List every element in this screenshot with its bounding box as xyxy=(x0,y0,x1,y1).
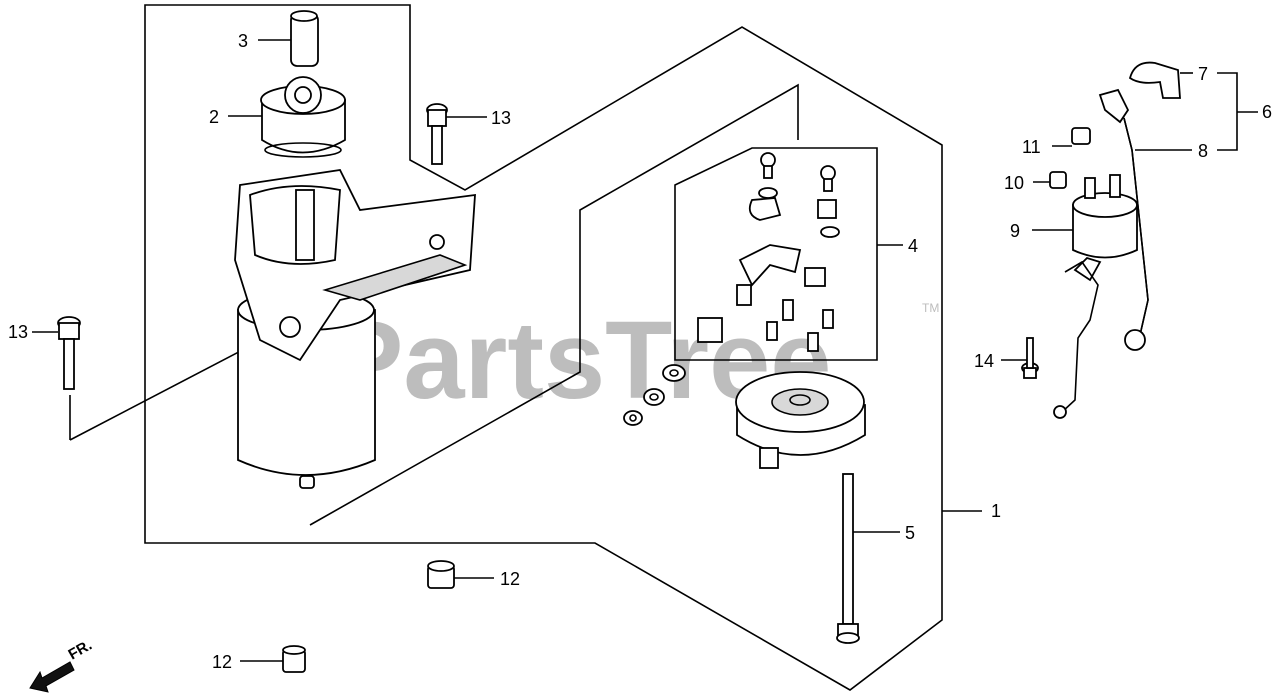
part-12-cap-upper xyxy=(427,560,455,589)
part-11-nut xyxy=(1071,127,1091,145)
callout-11: 11 xyxy=(1022,137,1041,157)
part-13-bolt-upper xyxy=(426,103,448,165)
callout-13-left: 13 xyxy=(8,322,28,342)
callout-2: 2 xyxy=(209,107,219,127)
part-3-collar xyxy=(290,10,319,67)
part-10-nut xyxy=(1049,171,1067,189)
assembly-outline xyxy=(144,4,943,691)
part-2-pinion-gear xyxy=(260,76,346,158)
callout-12-lower: 12 xyxy=(212,652,232,672)
housing-outline xyxy=(309,83,799,526)
part-14-bolt xyxy=(1021,337,1039,379)
part-12-cap-lower xyxy=(282,645,306,673)
rear-end-cover xyxy=(735,371,866,469)
callout-7: 7 xyxy=(1198,64,1208,84)
callout-4: 4 xyxy=(908,236,918,256)
part-5-through-bolt xyxy=(836,473,860,644)
watermark-trademark: TM xyxy=(922,301,939,315)
brush-holder-box xyxy=(674,147,878,361)
starter-motor xyxy=(234,169,476,489)
callout-8: 8 xyxy=(1198,141,1208,161)
callout-leaders xyxy=(32,39,1258,662)
part-7-terminal-cover xyxy=(1128,61,1181,99)
callout-14: 14 xyxy=(974,351,994,371)
callout-1: 1 xyxy=(991,501,1001,521)
ground-wire xyxy=(1053,260,1099,419)
part-13-bolt-left xyxy=(57,316,81,390)
callout-3: 3 xyxy=(238,31,248,51)
part-4-brush-holder xyxy=(697,152,840,352)
part-8-starter-cable xyxy=(1098,88,1149,351)
front-direction-label: FR. xyxy=(66,637,95,664)
callout-6: 6 xyxy=(1262,102,1272,122)
part-9-solenoid xyxy=(1072,174,1138,282)
callout-5: 5 xyxy=(905,523,915,543)
callout-10: 10 xyxy=(1004,173,1024,193)
callout-9: 9 xyxy=(1010,221,1020,241)
washer-nut-set xyxy=(623,364,686,426)
front-direction-arrow-icon xyxy=(29,661,75,693)
callout-12-upper: 12 xyxy=(500,569,520,589)
callout-13-upper: 13 xyxy=(491,108,511,128)
